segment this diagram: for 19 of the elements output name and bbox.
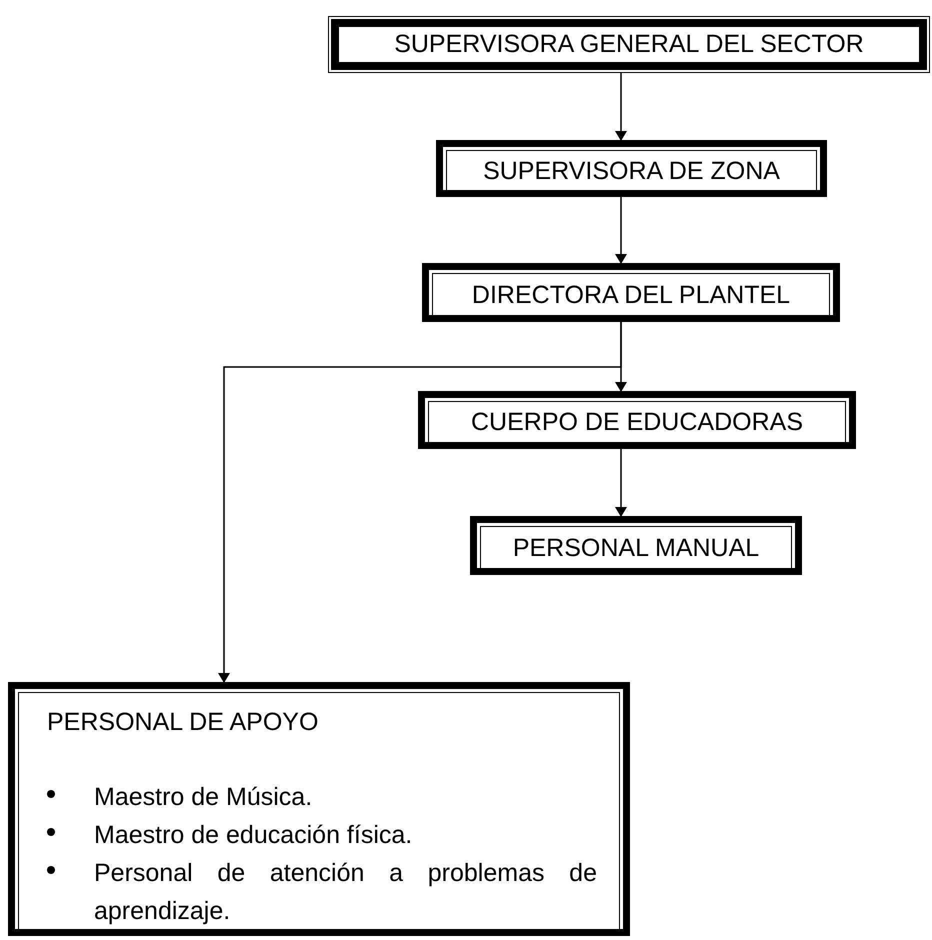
role-box [470,516,802,575]
arrow [615,73,627,141]
box-title: PERSONAL MANUAL [512,532,760,564]
role-box [422,263,840,322]
arrow [615,197,627,264]
arrow [615,449,627,517]
list-item: Personal de atención a problemas de aprendizaje. [94,858,597,928]
role-box [436,140,827,197]
box-title: PERSONAL DE APOYO [47,707,318,738]
box-title: DIRECTORA DEL PLANTEL [472,280,790,311]
role-box [328,16,930,73]
box-title: SUPERVISORA GENERAL DEL SECTOR [394,28,864,60]
list-item: Maestro de educación física. [94,820,412,852]
role-box [418,391,856,449]
box-title: SUPERVISORA DE ZONA [483,156,780,187]
box-title: CUERPO DE EDUCADORAS [471,407,803,438]
staff-box [8,682,630,936]
list-item: Maestro de Música. [94,782,312,814]
arrow [218,322,622,683]
